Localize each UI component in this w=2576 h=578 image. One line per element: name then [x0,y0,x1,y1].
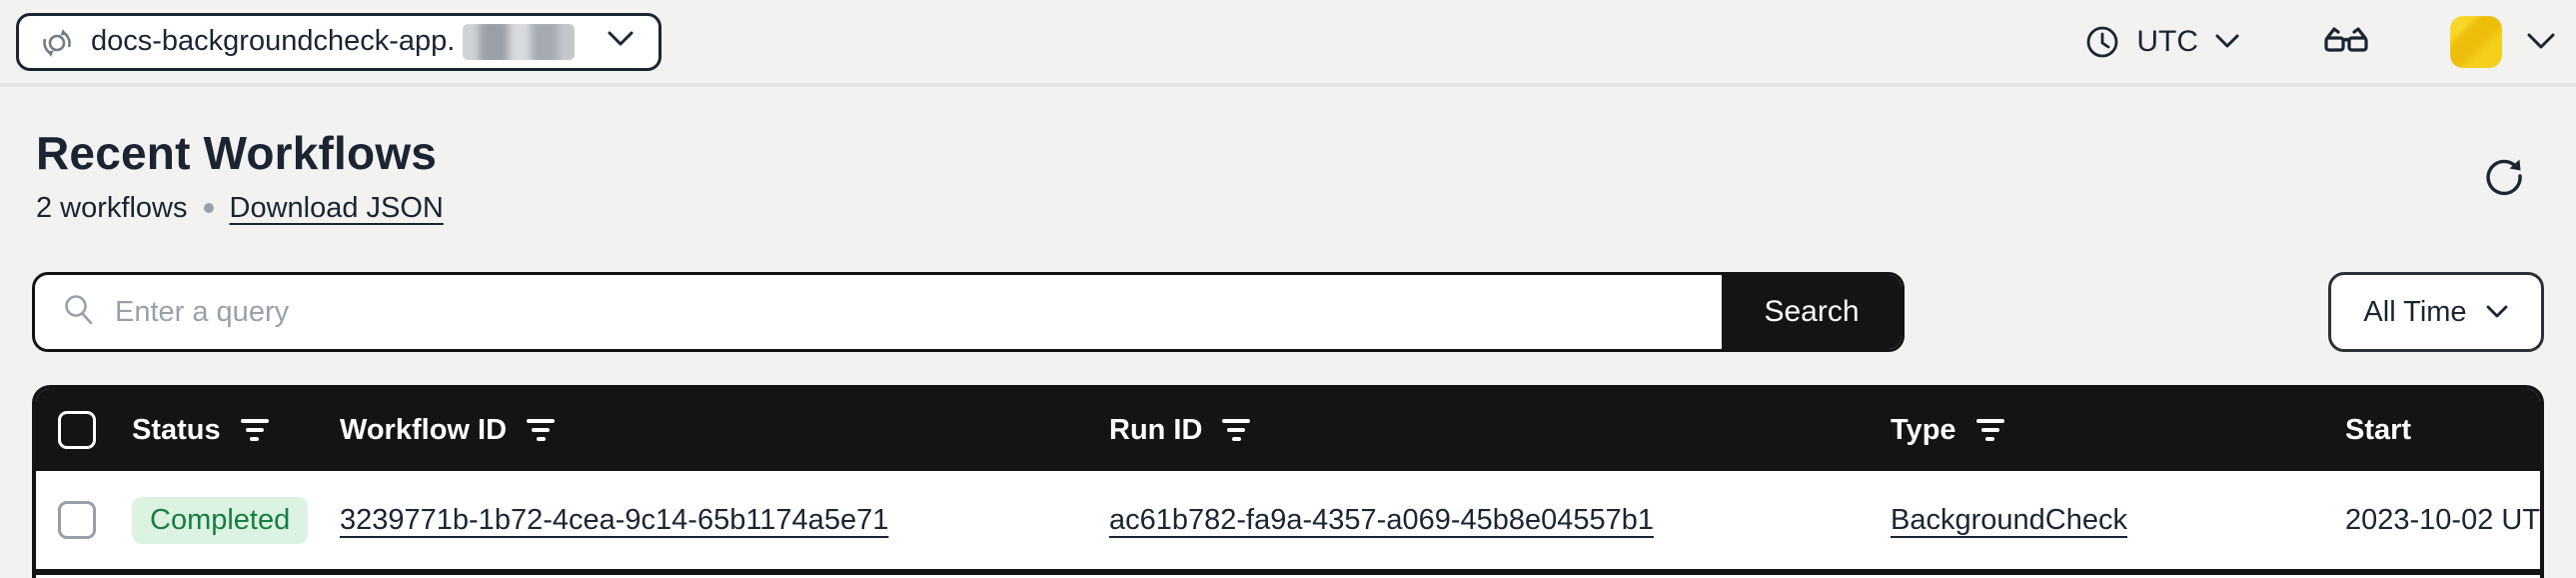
workflow-count-line: 2 workflows Download JSON [36,190,2576,226]
query-input[interactable] [97,275,1722,349]
status-badge: Completed [132,496,309,544]
column-label: Workflow ID [340,413,508,446]
namespace-sync-icon [39,24,75,60]
download-json-link[interactable]: Download JSON [229,192,444,224]
namespace-selector[interactable]: docs-backgroundcheck-app. [16,12,661,71]
filter-icon[interactable] [1975,419,2004,441]
row-checkbox-cell [36,501,132,539]
workflows-table: Status Workflow ID Run ID Type Start [32,385,2544,578]
chevron-down-icon [2526,32,2556,51]
column-header-start[interactable]: Start [2310,414,2540,447]
time-range-filter[interactable]: All Time [2328,272,2544,352]
filter-icon[interactable] [240,419,269,441]
timezone-label: UTC [2136,24,2198,58]
column-label: Run ID [1109,413,1203,446]
filter-icon[interactable] [527,419,556,441]
namespace-label: docs-backgroundcheck-app. [91,25,456,57]
dot-separator [203,203,214,213]
type-cell: BackgroundCheck [1891,504,2310,537]
time-range-label: All Time [2363,295,2467,328]
topbar-right-group: UTC [2084,15,2556,68]
query-search-group: Search [32,272,1905,352]
top-bar: docs-backgroundcheck-app. UTC [0,0,2576,87]
column-header-type[interactable]: Type [1891,414,2310,447]
chevron-down-icon [607,30,635,53]
glasses-icon [2320,24,2372,60]
table-row[interactable] [36,575,2540,578]
start-cell: 2023-10-02 UTC [2345,503,2540,536]
account-menu[interactable] [2450,15,2556,68]
chevron-down-icon [2214,33,2240,50]
run-id-cell: ac61b782-fa9a-4357-a069-45b8e04557b1 [1109,504,1891,537]
namespace-redacted-text [463,23,576,60]
workflow-id-link[interactable]: 3239771b-1b72-4cea-9c14-65b1174a5e71 [340,503,889,536]
avatar [2450,15,2502,68]
search-row: Search All Time [32,272,2544,352]
filter-icon[interactable] [1222,419,1251,441]
workflow-count: 2 workflows [36,192,188,224]
column-label: Start [2345,413,2412,446]
column-header-status[interactable]: Status [132,414,340,447]
search-button[interactable]: Search [1722,275,1902,349]
workflow-type-link[interactable]: BackgroundCheck [1891,503,2127,536]
row-divider [36,569,2540,575]
table-header-row: Status Workflow ID Run ID Type Start [36,389,2540,471]
run-id-link[interactable]: ac61b782-fa9a-4357-a069-45b8e04557b1 [1109,503,1655,536]
refresh-button[interactable] [2482,155,2526,199]
chevron-down-icon [2485,304,2509,320]
page-title: Recent Workflows [36,127,438,179]
column-header-run-id[interactable]: Run ID [1109,414,1891,447]
timezone-selector[interactable]: UTC [2084,24,2240,60]
search-icon [61,292,97,333]
column-label: Status [132,413,221,446]
column-label: Type [1891,413,1956,446]
status-cell: Completed [132,496,340,544]
header-checkbox-cell [36,411,132,449]
clock-icon [2084,24,2120,60]
labs-mode-button[interactable] [2320,24,2372,60]
workflow-id-cell: 3239771b-1b72-4cea-9c14-65b1174a5e71 [340,504,1109,537]
table-row[interactable]: Completed 3239771b-1b72-4cea-9c14-65b117… [36,471,2540,569]
row-checkbox[interactable] [58,501,96,539]
select-all-checkbox[interactable] [58,411,96,449]
main-content: Recent Workflows 2 workflows Download JS… [0,127,2576,578]
column-header-workflow-id[interactable]: Workflow ID [340,414,1109,447]
